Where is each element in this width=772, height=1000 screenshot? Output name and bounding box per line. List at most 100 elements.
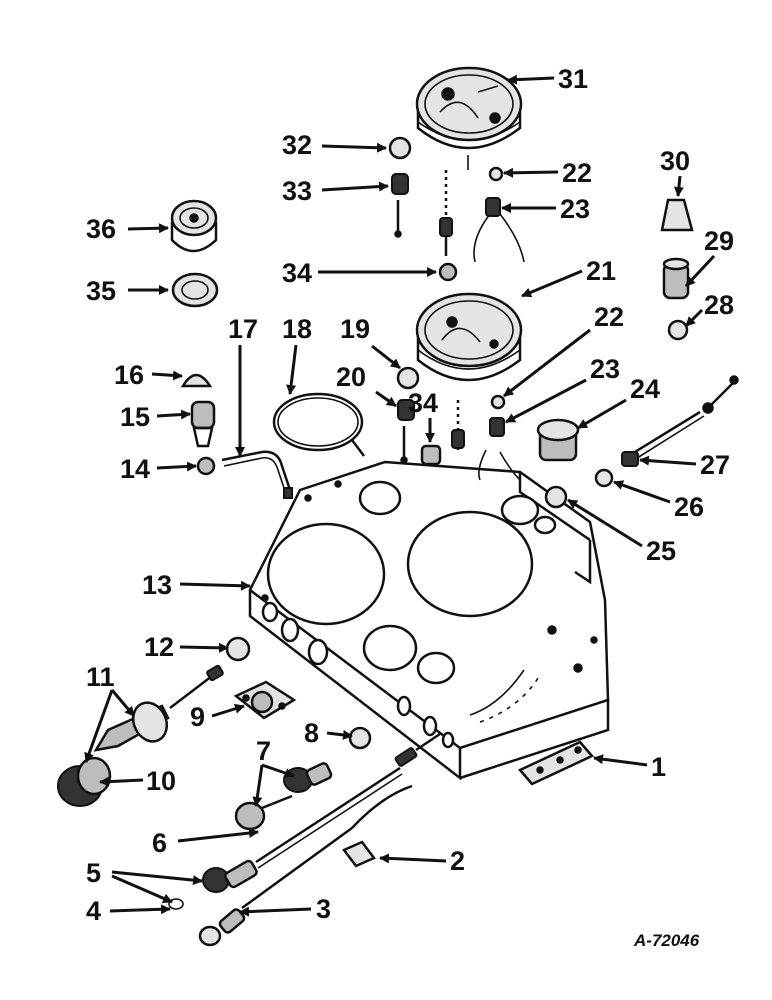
leader-11a xyxy=(84,689,114,763)
leader-36 xyxy=(127,223,169,234)
leader-33 xyxy=(321,181,389,192)
callout-22-upper: 22 xyxy=(562,158,592,188)
bulb-socket-22-23-upper xyxy=(485,166,504,217)
callout-31: 31 xyxy=(558,64,588,94)
control-cables-3-5 xyxy=(168,732,441,947)
bulb-socket-19-20 xyxy=(396,366,420,464)
leader-10 xyxy=(99,776,144,787)
callout-21: 21 xyxy=(586,256,616,286)
leader-21 xyxy=(521,269,583,298)
leader-30 xyxy=(673,175,684,197)
leader-26 xyxy=(613,480,671,504)
callout-2: 2 xyxy=(450,846,465,876)
instrument-panel-plate xyxy=(248,460,610,781)
bulb-socket-32-33 xyxy=(388,136,412,238)
leader-32 xyxy=(321,142,387,153)
callout-23-lower: 23 xyxy=(590,354,620,384)
callout-8: 8 xyxy=(304,718,319,748)
gauge-lower-fittings xyxy=(420,400,521,481)
callout-7: 7 xyxy=(256,736,271,766)
callout-24: 24 xyxy=(630,374,660,404)
leader-27 xyxy=(639,455,697,466)
leader-2 xyxy=(379,853,447,864)
leader-6 xyxy=(177,828,259,843)
callout-3: 3 xyxy=(316,894,331,924)
leader-4 xyxy=(109,904,171,915)
callout-11: 11 xyxy=(86,662,115,692)
cable-coil-18 xyxy=(272,392,365,457)
leader-12 xyxy=(179,642,229,653)
callout-16: 16 xyxy=(114,360,144,390)
tube-17 xyxy=(221,450,293,499)
switch-group-14-16 xyxy=(180,373,216,476)
callout-30: 30 xyxy=(660,146,690,176)
leader-16 xyxy=(151,370,183,381)
gauge-upper-fittings xyxy=(438,170,525,282)
callout-33: 33 xyxy=(282,176,312,206)
callout-13: 13 xyxy=(142,570,172,600)
callout-12: 12 xyxy=(144,632,174,662)
callout-1: 1 xyxy=(651,752,666,782)
leader-28 xyxy=(684,308,704,328)
leader-15 xyxy=(156,409,191,420)
leader-3 xyxy=(239,906,312,917)
small-gauge-36 xyxy=(170,199,218,253)
gauge-lower xyxy=(415,292,523,382)
leader-19 xyxy=(371,344,401,370)
callout-34-upper: 34 xyxy=(282,258,312,288)
callout-27: 27 xyxy=(700,450,730,480)
leader-7b xyxy=(261,763,295,778)
leader-25 xyxy=(567,498,643,548)
leader-14 xyxy=(156,461,197,472)
leader-arrows xyxy=(84,74,716,917)
leader-13 xyxy=(179,580,251,591)
callout-9: 9 xyxy=(190,702,205,732)
leader-1 xyxy=(593,754,648,767)
callout-26: 26 xyxy=(674,492,704,522)
leader-24 xyxy=(577,398,627,430)
grommets-8-12 xyxy=(225,636,372,750)
small-bezel-35 xyxy=(171,272,219,308)
leader-8 xyxy=(326,729,353,740)
leader-29 xyxy=(684,254,716,288)
callout-4: 4 xyxy=(86,896,101,926)
leader-11b xyxy=(110,689,136,717)
leader-31 xyxy=(507,74,555,85)
leader-23-lower xyxy=(505,378,587,424)
bracket-1 xyxy=(517,740,595,786)
callout-6: 6 xyxy=(152,828,167,858)
callout-17: 17 xyxy=(228,314,258,344)
callout-18: 18 xyxy=(282,314,312,344)
leader-5a xyxy=(111,870,203,886)
callout-labels: 1 2 3 4 5 6 7 8 9 10 11 12 13 14 15 16 1… xyxy=(86,64,734,926)
leader-22-lower xyxy=(503,328,591,398)
callout-15: 15 xyxy=(120,402,150,432)
leader-22-upper xyxy=(503,167,559,178)
leader-18 xyxy=(286,344,298,395)
gauge-upper xyxy=(415,66,523,170)
callout-23-upper: 23 xyxy=(560,194,590,224)
switch-assembly-10-11 xyxy=(57,664,224,807)
callout-22-lower: 22 xyxy=(594,302,624,332)
callout-25: 25 xyxy=(646,536,676,566)
bulb-socket-22-23-lower xyxy=(489,394,506,437)
callout-34-lower: 34 xyxy=(408,388,438,418)
leader-5b xyxy=(111,874,173,904)
callout-29: 29 xyxy=(704,226,734,256)
callout-20: 20 xyxy=(336,362,366,392)
leader-20 xyxy=(375,390,397,408)
callout-10: 10 xyxy=(146,766,176,796)
callout-19: 19 xyxy=(340,314,370,344)
callout-5: 5 xyxy=(86,858,101,888)
right-group-28-30 xyxy=(660,198,694,341)
leader-7a xyxy=(252,764,264,807)
drawing-reference-code: A-72046 xyxy=(633,931,700,950)
switch-plate-9 xyxy=(233,680,297,720)
leader-9 xyxy=(211,703,245,718)
callout-28: 28 xyxy=(704,290,734,320)
clip-2 xyxy=(342,840,376,868)
callout-36: 36 xyxy=(86,214,116,244)
callout-35: 35 xyxy=(86,276,116,306)
